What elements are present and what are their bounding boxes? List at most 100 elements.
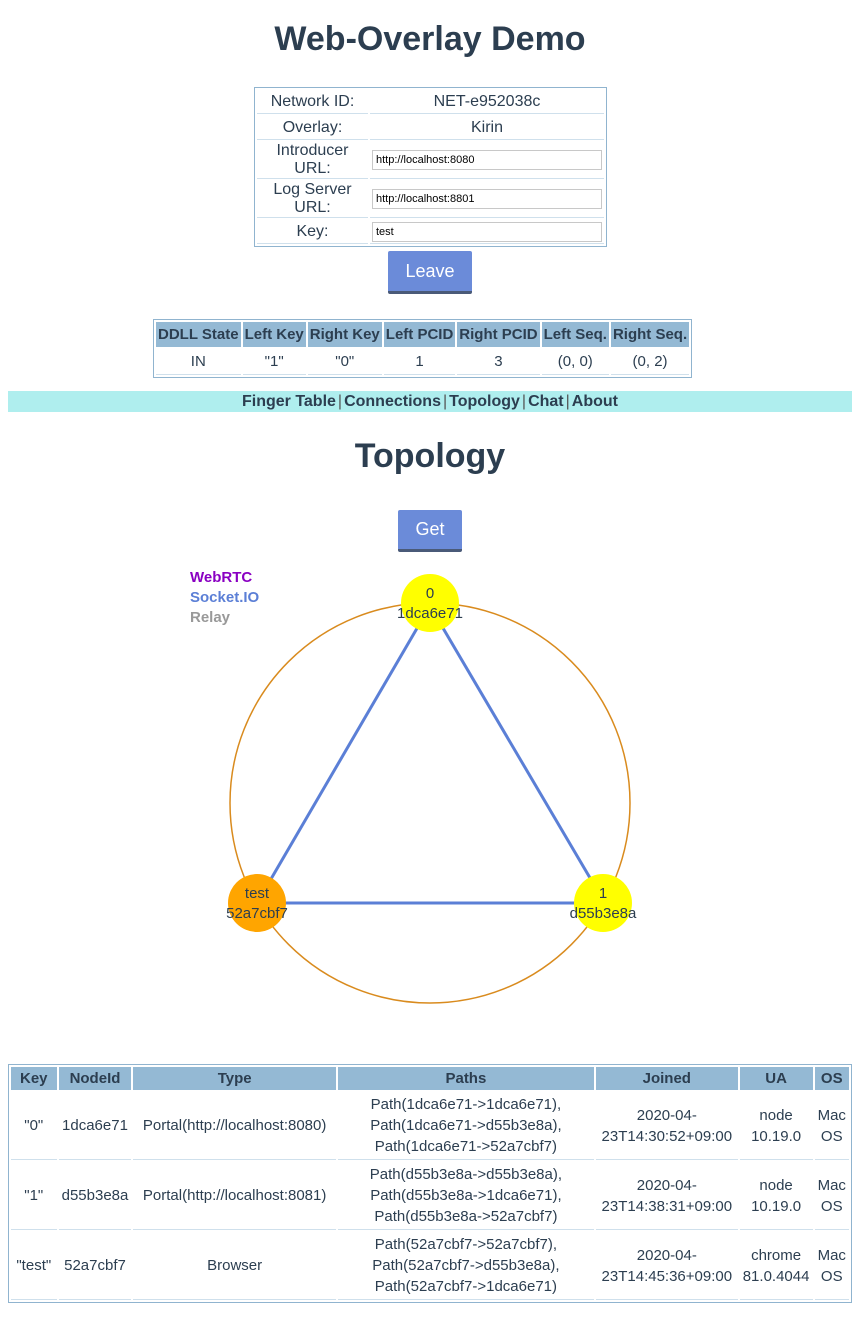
node-0[interactable]: 0 1dca6e71 [397,574,463,632]
row-type: Browser [133,1232,336,1300]
path-entry: Path(d55b3e8a->1dca6e71), [370,1187,562,1204]
row-key: "0" [11,1092,57,1160]
ddll-header: Left PCID [383,322,456,347]
row-nodeid: d55b3e8a [58,1162,132,1230]
nav-separator: | [521,393,527,410]
os-line: Mac [817,1106,846,1124]
path-entry: Path(52a7cbf7->1dca6e71) [374,1278,558,1295]
os-line: OS [820,1127,843,1145]
ddll-value: "1" [242,349,306,375]
table-row: "1" d55b3e8a Portal(http://localhost:808… [11,1162,849,1230]
joined-date: 2020-04- [636,1106,697,1124]
joined-date: 2020-04- [636,1246,697,1264]
ddll-header-row: DDLL State Left Key Right Key Left PCID … [156,322,690,347]
node-1-circle [574,874,632,932]
row-joined: 2020-04- 23T14:30:52+09:00 [595,1092,738,1160]
ddll-value: 1 [383,349,456,375]
row-nodeid: 52a7cbf7 [58,1232,132,1300]
row-nodeid: 1dca6e71 [58,1092,132,1160]
joined-time: 23T14:38:31+09:00 [601,1197,733,1215]
nav-chat[interactable]: Chat [528,393,564,410]
network-id-value: NET-e952038c [370,90,604,114]
get-button[interactable]: Get [398,510,462,552]
ua-version: 10.19.0 [751,1197,802,1215]
node-0-key: 0 [426,585,434,602]
ddll-value: "0" [307,349,382,375]
nav-connections[interactable]: Connections [344,393,441,410]
page-title: Web-Overlay Demo [274,20,586,58]
ring-circle [229,602,631,1004]
key-row: Key: [257,220,604,244]
table-row: "0" 1dca6e71 Portal(http://localhost:808… [11,1092,849,1160]
path-entry: Path(1dca6e71->d55b3e8a), [370,1117,562,1134]
nav-about[interactable]: About [571,393,618,410]
joined-time: 23T14:45:36+09:00 [601,1267,733,1285]
ddll-header: Right PCID [457,322,540,347]
node-0-circle [401,574,459,632]
os-line: OS [820,1267,843,1285]
key-label: Key: [257,220,368,244]
introducer-row: Introducer URL: [257,142,604,179]
network-id-row: Network ID: NET-e952038c [257,90,604,114]
path-entry: Path(52a7cbf7->d55b3e8a), [372,1257,560,1274]
nodes-header-row: Key NodeId Type Paths Joined UA OS [11,1067,849,1090]
edge-0-test [255,605,432,904]
ddll-value-row: IN "1" "0" 1 3 (0, 0) (0, 2) [156,349,690,375]
nodes-header-joined: Joined [595,1067,738,1090]
ddll-value: (0, 2) [610,349,690,375]
node-test-circle [228,874,286,932]
row-paths: Path(d55b3e8a->d55b3e8a), Path(d55b3e8a-… [337,1162,594,1230]
node-test[interactable]: test 52a7cbf7 [226,874,288,932]
nav-topology[interactable]: Topology [449,393,520,410]
edge-0-1 [428,605,605,901]
joined-time: 23T14:30:52+09:00 [601,1127,733,1145]
key-input[interactable] [372,221,602,242]
ddll-state-table: DDLL State Left Key Right Key Left PCID … [153,319,693,378]
row-key: "1" [11,1162,57,1230]
legend-relay: Relay [190,609,231,626]
node-test-id: 52a7cbf7 [226,905,288,922]
ddll-value: 3 [457,349,540,375]
nodes-header-ua: UA [739,1067,813,1090]
ua-version: 81.0.4044 [742,1267,810,1285]
introducer-url-input[interactable] [372,150,602,170]
row-ua: node 10.19.0 [739,1092,813,1160]
nodes-header-key: Key [11,1067,57,1090]
introducer-url-label: Introducer URL: [257,142,368,179]
ua-name: node [759,1176,793,1194]
ddll-value: (0, 0) [541,349,609,375]
path-entry: Path(d55b3e8a->d55b3e8a), [369,1166,563,1183]
overlay-value: Kirin [370,116,604,140]
nav-bar: Finger Table|Connections|Topology|Chat|A… [8,391,852,412]
nodes-header-os: OS [814,1067,849,1090]
node-test-key: test [245,885,270,902]
leave-button[interactable]: Leave [388,251,472,294]
nodes-header-nodeid: NodeId [58,1067,132,1090]
row-type: Portal(http://localhost:8080) [133,1092,336,1160]
os-line: OS [820,1197,843,1215]
topology-title: Topology [354,437,506,475]
row-os: Mac OS [814,1092,849,1160]
nodes-header-paths: Paths [337,1067,594,1090]
path-entry: Path(1dca6e71->52a7cbf7) [374,1138,558,1155]
node-0-id: 1dca6e71 [397,605,463,622]
os-line: Mac [817,1246,846,1264]
log-server-row: Log Server URL: [257,181,604,218]
node-1[interactable]: 1 d55b3e8a [570,874,637,932]
log-server-url-input[interactable] [372,189,602,209]
topology-legend: WebRTC Socket.IO Relay [190,568,259,628]
ddll-header: DDLL State [156,322,241,347]
log-server-url-label: Log Server URL: [257,181,368,218]
ddll-header: Left Key [242,322,306,347]
row-joined: 2020-04- 23T14:45:36+09:00 [595,1232,738,1300]
topology-graph: 0 1dca6e71 1 d55b3e8a test 52a7cbf7 [226,574,637,1004]
overlay-label: Overlay: [257,116,368,140]
ua-name: chrome [751,1246,802,1264]
ddll-header: Right Key [307,322,382,347]
row-os: Mac OS [814,1162,849,1230]
config-table: Network ID: NET-e952038c Overlay: Kirin … [254,87,607,247]
nav-finger-table[interactable]: Finger Table [241,393,336,410]
path-entry: Path(52a7cbf7->52a7cbf7), [374,1236,558,1253]
table-row: "test" 52a7cbf7 Browser Path(52a7cbf7->5… [11,1232,849,1300]
row-paths: Path(52a7cbf7->52a7cbf7), Path(52a7cbf7-… [337,1232,594,1300]
